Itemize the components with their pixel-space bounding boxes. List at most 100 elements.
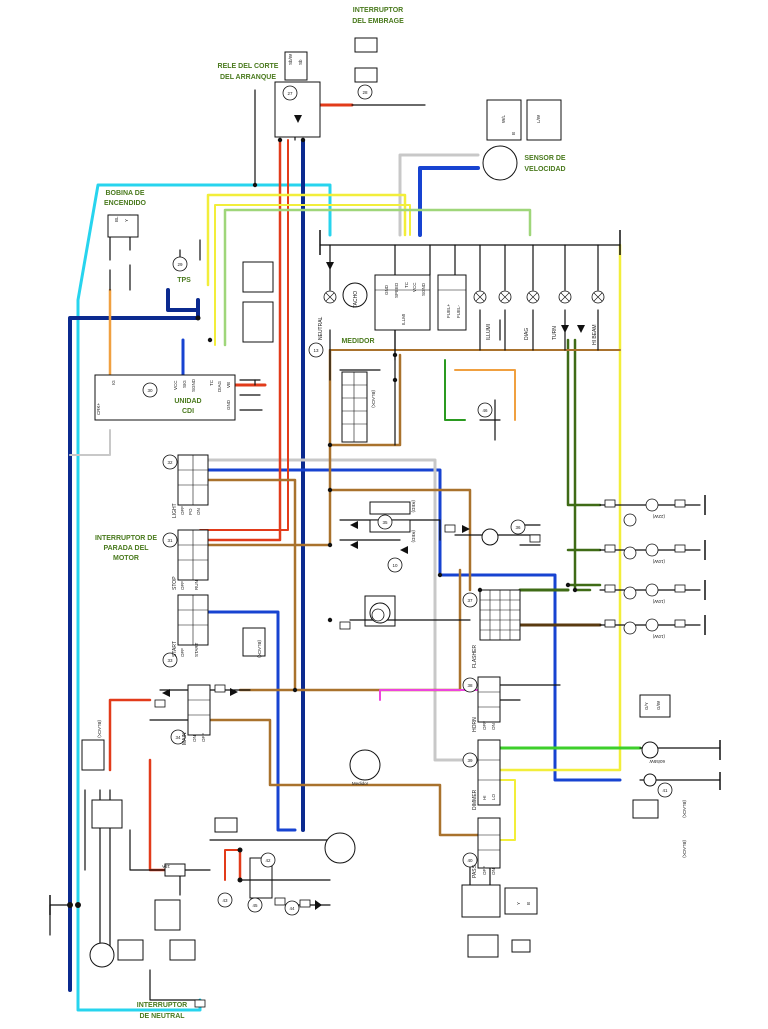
junctions xyxy=(67,137,578,908)
sw-main-on: ON xyxy=(192,735,197,742)
diodes xyxy=(162,115,585,910)
wire-gray-cdi xyxy=(69,429,111,456)
sw-dimmer-title: DIMMER xyxy=(472,789,478,810)
wire-magenta xyxy=(379,689,481,701)
label-turn: TURN xyxy=(552,326,558,340)
wire-orange-fuel xyxy=(454,369,516,421)
sw-light-po: PO xyxy=(188,508,193,515)
sw-main-off: OFF xyxy=(201,733,206,742)
tag-black-3: (BLACK) xyxy=(371,390,376,408)
wire-red-main xyxy=(108,698,242,882)
diode-red-2 xyxy=(350,521,358,529)
sw-stop-run: RUN xyxy=(194,580,199,590)
fuse-rating: 15A xyxy=(162,864,170,869)
sw-light-title: LIGHT xyxy=(172,503,178,518)
signal-num-4 xyxy=(623,621,637,635)
cdi-pin-crk: CRK+ xyxy=(96,402,101,415)
connector-pass-2 xyxy=(504,887,538,915)
switch-internal xyxy=(178,289,500,851)
wire-code-gy: G/Y xyxy=(644,702,649,710)
label-hibeam: HI BEAM xyxy=(592,324,598,345)
tacho-gauge xyxy=(342,282,368,308)
sw-dimmer-lo: LO xyxy=(491,793,496,800)
diode-red xyxy=(462,525,470,533)
wire-brown-horn xyxy=(238,568,462,692)
connector-red-1 xyxy=(369,501,411,515)
label-tacho: TACHO xyxy=(353,291,359,308)
connector-bottom-3 xyxy=(169,939,196,961)
connector-meter xyxy=(341,371,368,443)
label-neutral-lamp: NEUTRAL xyxy=(318,316,324,340)
meter-pin-tc: TC xyxy=(404,281,409,288)
sw-stop-off: OFF xyxy=(180,581,185,590)
wire-yellow-top xyxy=(206,193,407,287)
wire-dkgreen-2 xyxy=(566,338,602,587)
wire-red-bat xyxy=(224,849,241,881)
fuel-ic xyxy=(437,274,467,331)
switch-pass-box xyxy=(477,817,501,869)
signal-num-3 xyxy=(623,586,637,600)
wire-yellow-right xyxy=(498,243,622,772)
sw-dimmer-hi: HI xyxy=(482,796,487,801)
ref-34: 34 xyxy=(175,735,181,740)
cdi-pin-vb: VB xyxy=(226,382,231,388)
wire-red-relay xyxy=(198,138,282,542)
wire-connectors xyxy=(154,499,686,1008)
tag-black-4: (BLACK) xyxy=(682,800,687,818)
wire-blue-switches xyxy=(198,468,622,782)
ref-44: 44 xyxy=(289,906,295,911)
wires xyxy=(49,89,721,1012)
connector-battery xyxy=(214,817,238,833)
wire-brown-switch xyxy=(328,488,472,592)
headlight-watt: 60/55W xyxy=(649,759,665,764)
ref-27: 27 xyxy=(287,91,293,96)
ref-41: 41 xyxy=(662,788,668,793)
tag-red-1: (RED) xyxy=(411,500,416,513)
label-coil-1: BOBINA DE xyxy=(105,190,144,197)
headlight-l xyxy=(481,528,499,546)
connector-horn-r xyxy=(639,694,671,718)
sensor-pin-lw: L/W xyxy=(536,114,541,123)
ref-13: 13 xyxy=(313,348,319,353)
label-illumi: ILLUMI xyxy=(486,324,492,340)
flasher-grid xyxy=(480,590,520,640)
flasher-relay-box xyxy=(364,595,396,627)
ref-42: 42 xyxy=(265,858,271,863)
wire-lgreen xyxy=(223,208,532,347)
wire-blue-start xyxy=(198,610,297,832)
ref-29: 29 xyxy=(177,262,183,267)
sw-pass-on: ON xyxy=(491,868,496,875)
cdi-pin-sgnd: SGND xyxy=(191,378,196,392)
wire-cyan xyxy=(76,183,332,1002)
horn-body xyxy=(349,749,381,781)
connector-clutch2 xyxy=(354,67,378,83)
ref-32: 32 xyxy=(167,460,173,465)
label-speed-sensor-2: VELOCIDAD xyxy=(524,166,565,173)
meter-pin-vcc: VCC xyxy=(412,282,417,292)
diode-relay xyxy=(294,115,302,123)
lamp-watt-1: (22W) xyxy=(652,514,665,519)
label-neutral-switch-2: DE NEUTRAL xyxy=(139,1013,185,1020)
connector-dimmer-r xyxy=(632,799,659,819)
meter-ic xyxy=(374,274,431,331)
wire-code-sbw: Sb/W xyxy=(288,53,293,65)
ref-43: 43 xyxy=(222,898,228,903)
components xyxy=(81,37,671,968)
label-neutral-switch-1: INTERRUPTOR xyxy=(137,1002,187,1009)
switch-horn-box xyxy=(477,676,501,723)
wire-navy-tps xyxy=(166,288,200,312)
ref-circles xyxy=(142,84,673,916)
wire-gray-sensor xyxy=(398,153,480,237)
cdi-pin-diag: DIAG xyxy=(217,380,222,392)
connector-black-start xyxy=(242,627,266,657)
diode-red-3 xyxy=(350,541,358,549)
cdi-pin-ig: IG xyxy=(111,380,116,385)
wire-code-y: Y xyxy=(124,219,129,222)
switch-dimmer-box xyxy=(477,739,501,806)
connector-pass-4 xyxy=(511,939,531,953)
wire-code-sb: Sb xyxy=(298,59,303,65)
sw-light-off: OFF xyxy=(180,506,185,515)
wire-blue-meter xyxy=(418,166,480,237)
label-cdi-2: CDI xyxy=(182,408,194,415)
